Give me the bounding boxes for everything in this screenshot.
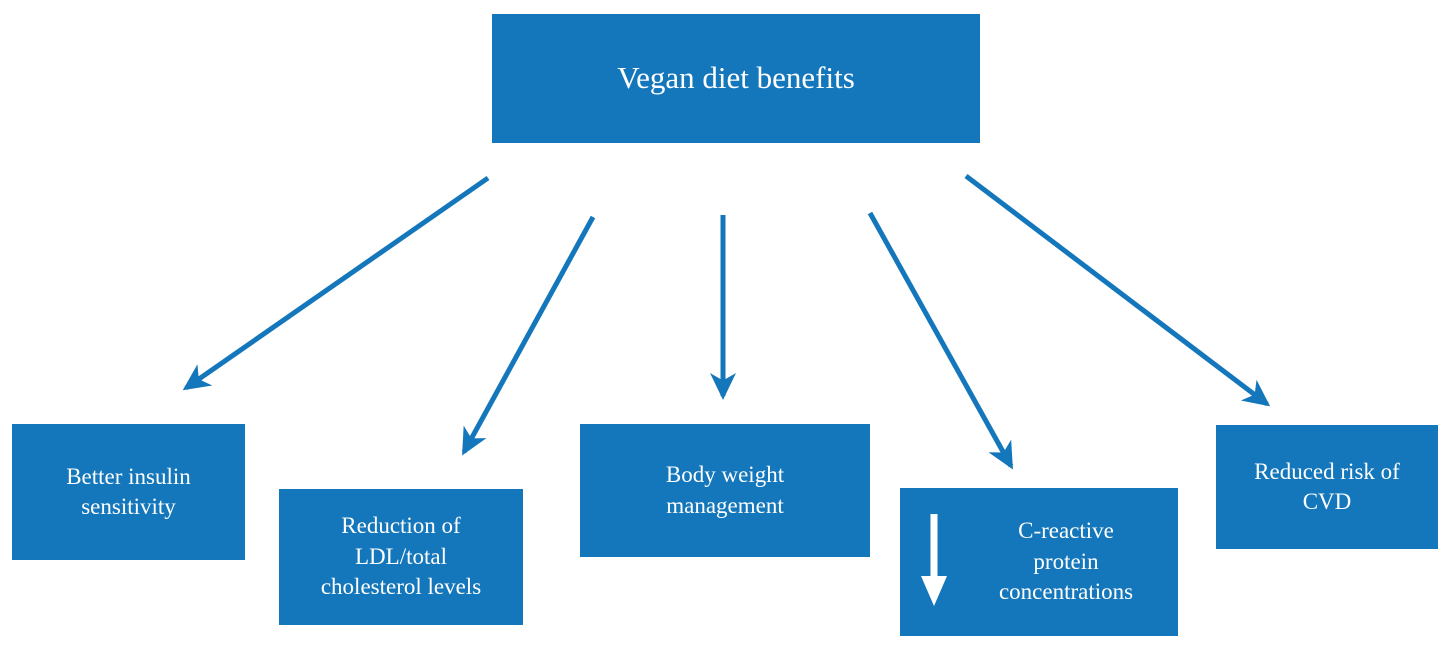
- node-better-insulin-sensitivity[interactable]: Better insulin sensitivity: [12, 424, 245, 560]
- node-reduced-risk-of-cvd[interactable]: Reduced risk of CVD: [1216, 425, 1438, 549]
- down-arrow-icon: [921, 514, 947, 606]
- node-weight-label: Body weight management: [665, 462, 785, 518]
- connector-root-to-ldl: [461, 215, 596, 456]
- node-cvd-label: Reduced risk of CVD: [1254, 458, 1400, 514]
- connector-root-to-insulin: [182, 175, 490, 391]
- node-reduction-of-ldl-total-cholesterol-levels[interactable]: Reduction of LDL/total cholesterol level…: [279, 489, 523, 625]
- node-ldl-label: Reduction of LDL/total cholesterol level…: [320, 513, 482, 600]
- node-crp-label: C-reactive protein concentrations: [998, 518, 1134, 605]
- node-insulin-label: Better insulin sensitivity: [66, 463, 191, 519]
- connector-root-to-cvd: [964, 174, 1271, 407]
- node-body-weight-management[interactable]: Body weight management: [580, 424, 870, 557]
- node-c-reactive-protein-concentrations[interactable]: C-reactive protein concentrations: [900, 488, 1178, 636]
- node-vegan-diet-benefits[interactable]: Vegan diet benefits: [492, 14, 980, 143]
- connector-root-to-crp: [867, 211, 1014, 470]
- node-root-label: Vegan diet benefits: [617, 60, 855, 96]
